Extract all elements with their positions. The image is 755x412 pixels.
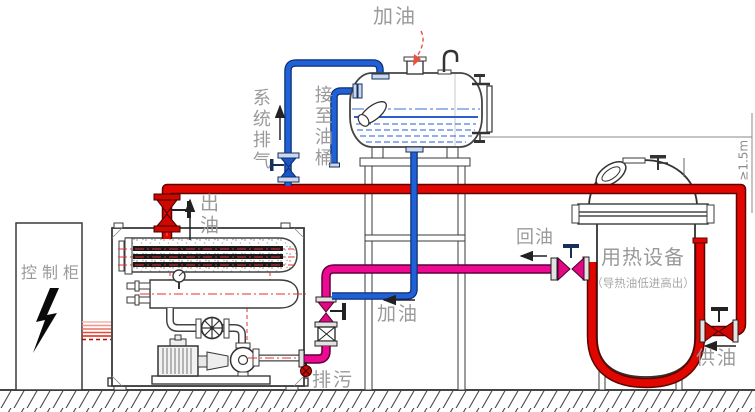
flow-arrows: [184, 104, 736, 352]
vent-pipe: [270, 59, 384, 186]
vent-hook-pipe: [437, 49, 459, 75]
label-refuel-top: 加油: [373, 4, 417, 28]
refuel-pointer-arrow: [413, 30, 424, 66]
pump-motor: [151, 334, 271, 385]
drum-pipe: [329, 87, 356, 168]
heater-unit: [107, 222, 316, 391]
strainer: [314, 326, 338, 347]
supply-pipe: [153, 183, 747, 343]
supply-valve: [699, 307, 739, 343]
expansion-tank: [349, 49, 493, 153]
outlet-valve: [153, 193, 191, 233]
label-system-vent: 系统排气: [249, 88, 271, 172]
vent-valve: [270, 152, 300, 183]
overflow-spout: [357, 101, 387, 127]
label-oil-return: 回油: [516, 227, 554, 248]
return-tank-valve: [550, 244, 590, 282]
label-min-elevation: ≥1.5m: [736, 139, 751, 181]
fill-pipe: [332, 150, 418, 300]
pressure-gauge: [172, 269, 186, 289]
control-wires: [82, 321, 111, 341]
lightning-icon: [33, 288, 59, 353]
label-oil-outlet: 出油: [196, 193, 219, 237]
return-pipe: [298, 244, 590, 377]
internal-valve-wheel: [195, 316, 230, 340]
oil-level: [354, 116, 478, 143]
tank-jacket-pipe: [586, 237, 708, 389]
level-gauge: [472, 74, 493, 143]
label-heat-equipment: 用热设备: [601, 245, 685, 269]
label-blowdown: 排污: [312, 369, 355, 391]
label-refuel: 加油: [377, 303, 420, 325]
label-heat-equipment-note: （导热油低进高出）: [591, 276, 695, 290]
label-connect-to-oil-drum: 接至油桶: [311, 85, 333, 169]
label-control-cabinet: 控制柜: [21, 263, 85, 282]
tank-top-nozzle: [650, 155, 685, 177]
ground: [0, 389, 755, 412]
return-line-valve: [314, 296, 346, 328]
label-oil-supply: 供油: [696, 347, 739, 369]
dimension-lines: [481, 113, 753, 213]
control-cabinet-box: [15, 222, 83, 391]
drain-valve: [300, 362, 312, 377]
